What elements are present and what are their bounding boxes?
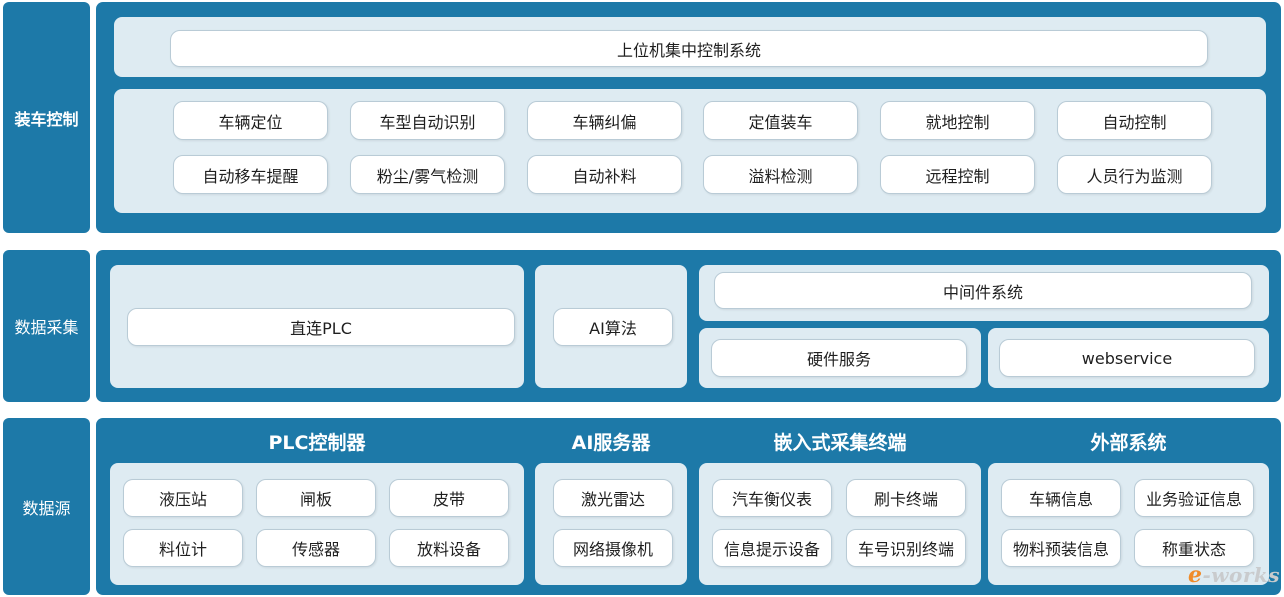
group-title-ai-server: AI服务器 — [571, 431, 651, 454]
source-item: 物料预装信息 — [1001, 529, 1121, 567]
source-item: 网络摄像机 — [553, 529, 673, 567]
group-title-plc-controller: PLC控制器 — [268, 431, 366, 454]
source-item: 放料设备 — [389, 529, 509, 567]
hardware-service-box: 硬件服务 — [711, 339, 967, 377]
source-item: 传感器 — [256, 529, 376, 567]
source-item: 闸板 — [256, 479, 376, 517]
source-item: 激光雷达 — [553, 479, 673, 517]
control-item: 定值装车 — [703, 101, 858, 140]
e-works-watermark: e-works — [1188, 562, 1281, 588]
source-item: 车辆信息 — [1001, 479, 1121, 517]
source-item: 液压站 — [123, 479, 243, 517]
control-item: 自动移车提醒 — [173, 155, 328, 194]
source-item: 刷卡终端 — [846, 479, 966, 517]
central-control-system-box: 上位机集中控制系统 — [170, 30, 1208, 67]
source-item: 业务验证信息 — [1134, 479, 1254, 517]
control-item: 粉尘/雾气检测 — [350, 155, 505, 194]
middleware-system-box: 中间件系统 — [714, 272, 1252, 309]
source-item: 称重状态 — [1134, 529, 1254, 567]
layer-label-source: 数据源 — [3, 418, 90, 595]
source-item: 料位计 — [123, 529, 243, 567]
source-item: 信息提示设备 — [712, 529, 832, 567]
control-item: 就地控制 — [880, 101, 1035, 140]
control-item: 自动补料 — [527, 155, 682, 194]
control-item: 人员行为监测 — [1057, 155, 1212, 194]
control-item: 车型自动识别 — [350, 101, 505, 140]
group-title-external-system: 外部系统 — [1090, 431, 1167, 454]
control-item: 车辆纠偏 — [527, 101, 682, 140]
layer-label-collection: 数据采集 — [3, 250, 90, 402]
direct-plc-box: 直连PLC — [127, 308, 515, 346]
group-title-embedded-terminal: 嵌入式采集终端 — [773, 431, 907, 454]
source-item: 皮带 — [389, 479, 509, 517]
control-item: 远程控制 — [880, 155, 1035, 194]
source-item: 汽车衡仪表 — [712, 479, 832, 517]
source-item: 车号识别终端 — [846, 529, 966, 567]
control-item: 溢料检测 — [703, 155, 858, 194]
layer-label-control: 装车控制 — [3, 2, 90, 233]
webservice-box: webservice — [999, 339, 1255, 377]
control-item: 车辆定位 — [173, 101, 328, 140]
ai-algorithm-box: AI算法 — [553, 308, 673, 346]
control-item: 自动控制 — [1057, 101, 1212, 140]
